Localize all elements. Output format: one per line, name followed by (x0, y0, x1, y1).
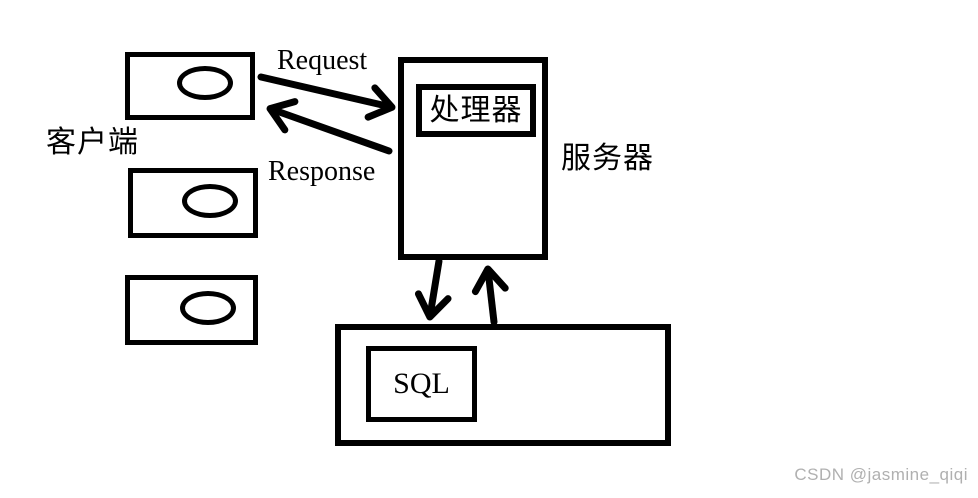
server-label: 服务器 (561, 142, 654, 175)
client-screen-ellipse-icon (182, 184, 238, 218)
sql-label: SQL (393, 367, 450, 400)
client-label: 客户端 (46, 126, 139, 159)
client-box-1 (125, 52, 255, 120)
processor-label: 处理器 (429, 93, 523, 127)
client-box-3 (125, 275, 258, 345)
db-to-server-arrow (471, 265, 509, 326)
client-screen-ellipse-icon (177, 66, 233, 100)
watermark: CSDN @jasmine_qiqi (794, 465, 968, 484)
client-box-2 (128, 168, 258, 238)
request-arrow (257, 73, 396, 121)
processor-box: 处理器 (416, 84, 536, 137)
response-label: Response (268, 156, 376, 187)
sql-box: SQL (366, 346, 477, 422)
response-arrow (266, 98, 393, 155)
server-to-db-arrow (414, 257, 452, 321)
client-screen-ellipse-icon (180, 291, 236, 325)
request-label: Request (277, 45, 368, 76)
